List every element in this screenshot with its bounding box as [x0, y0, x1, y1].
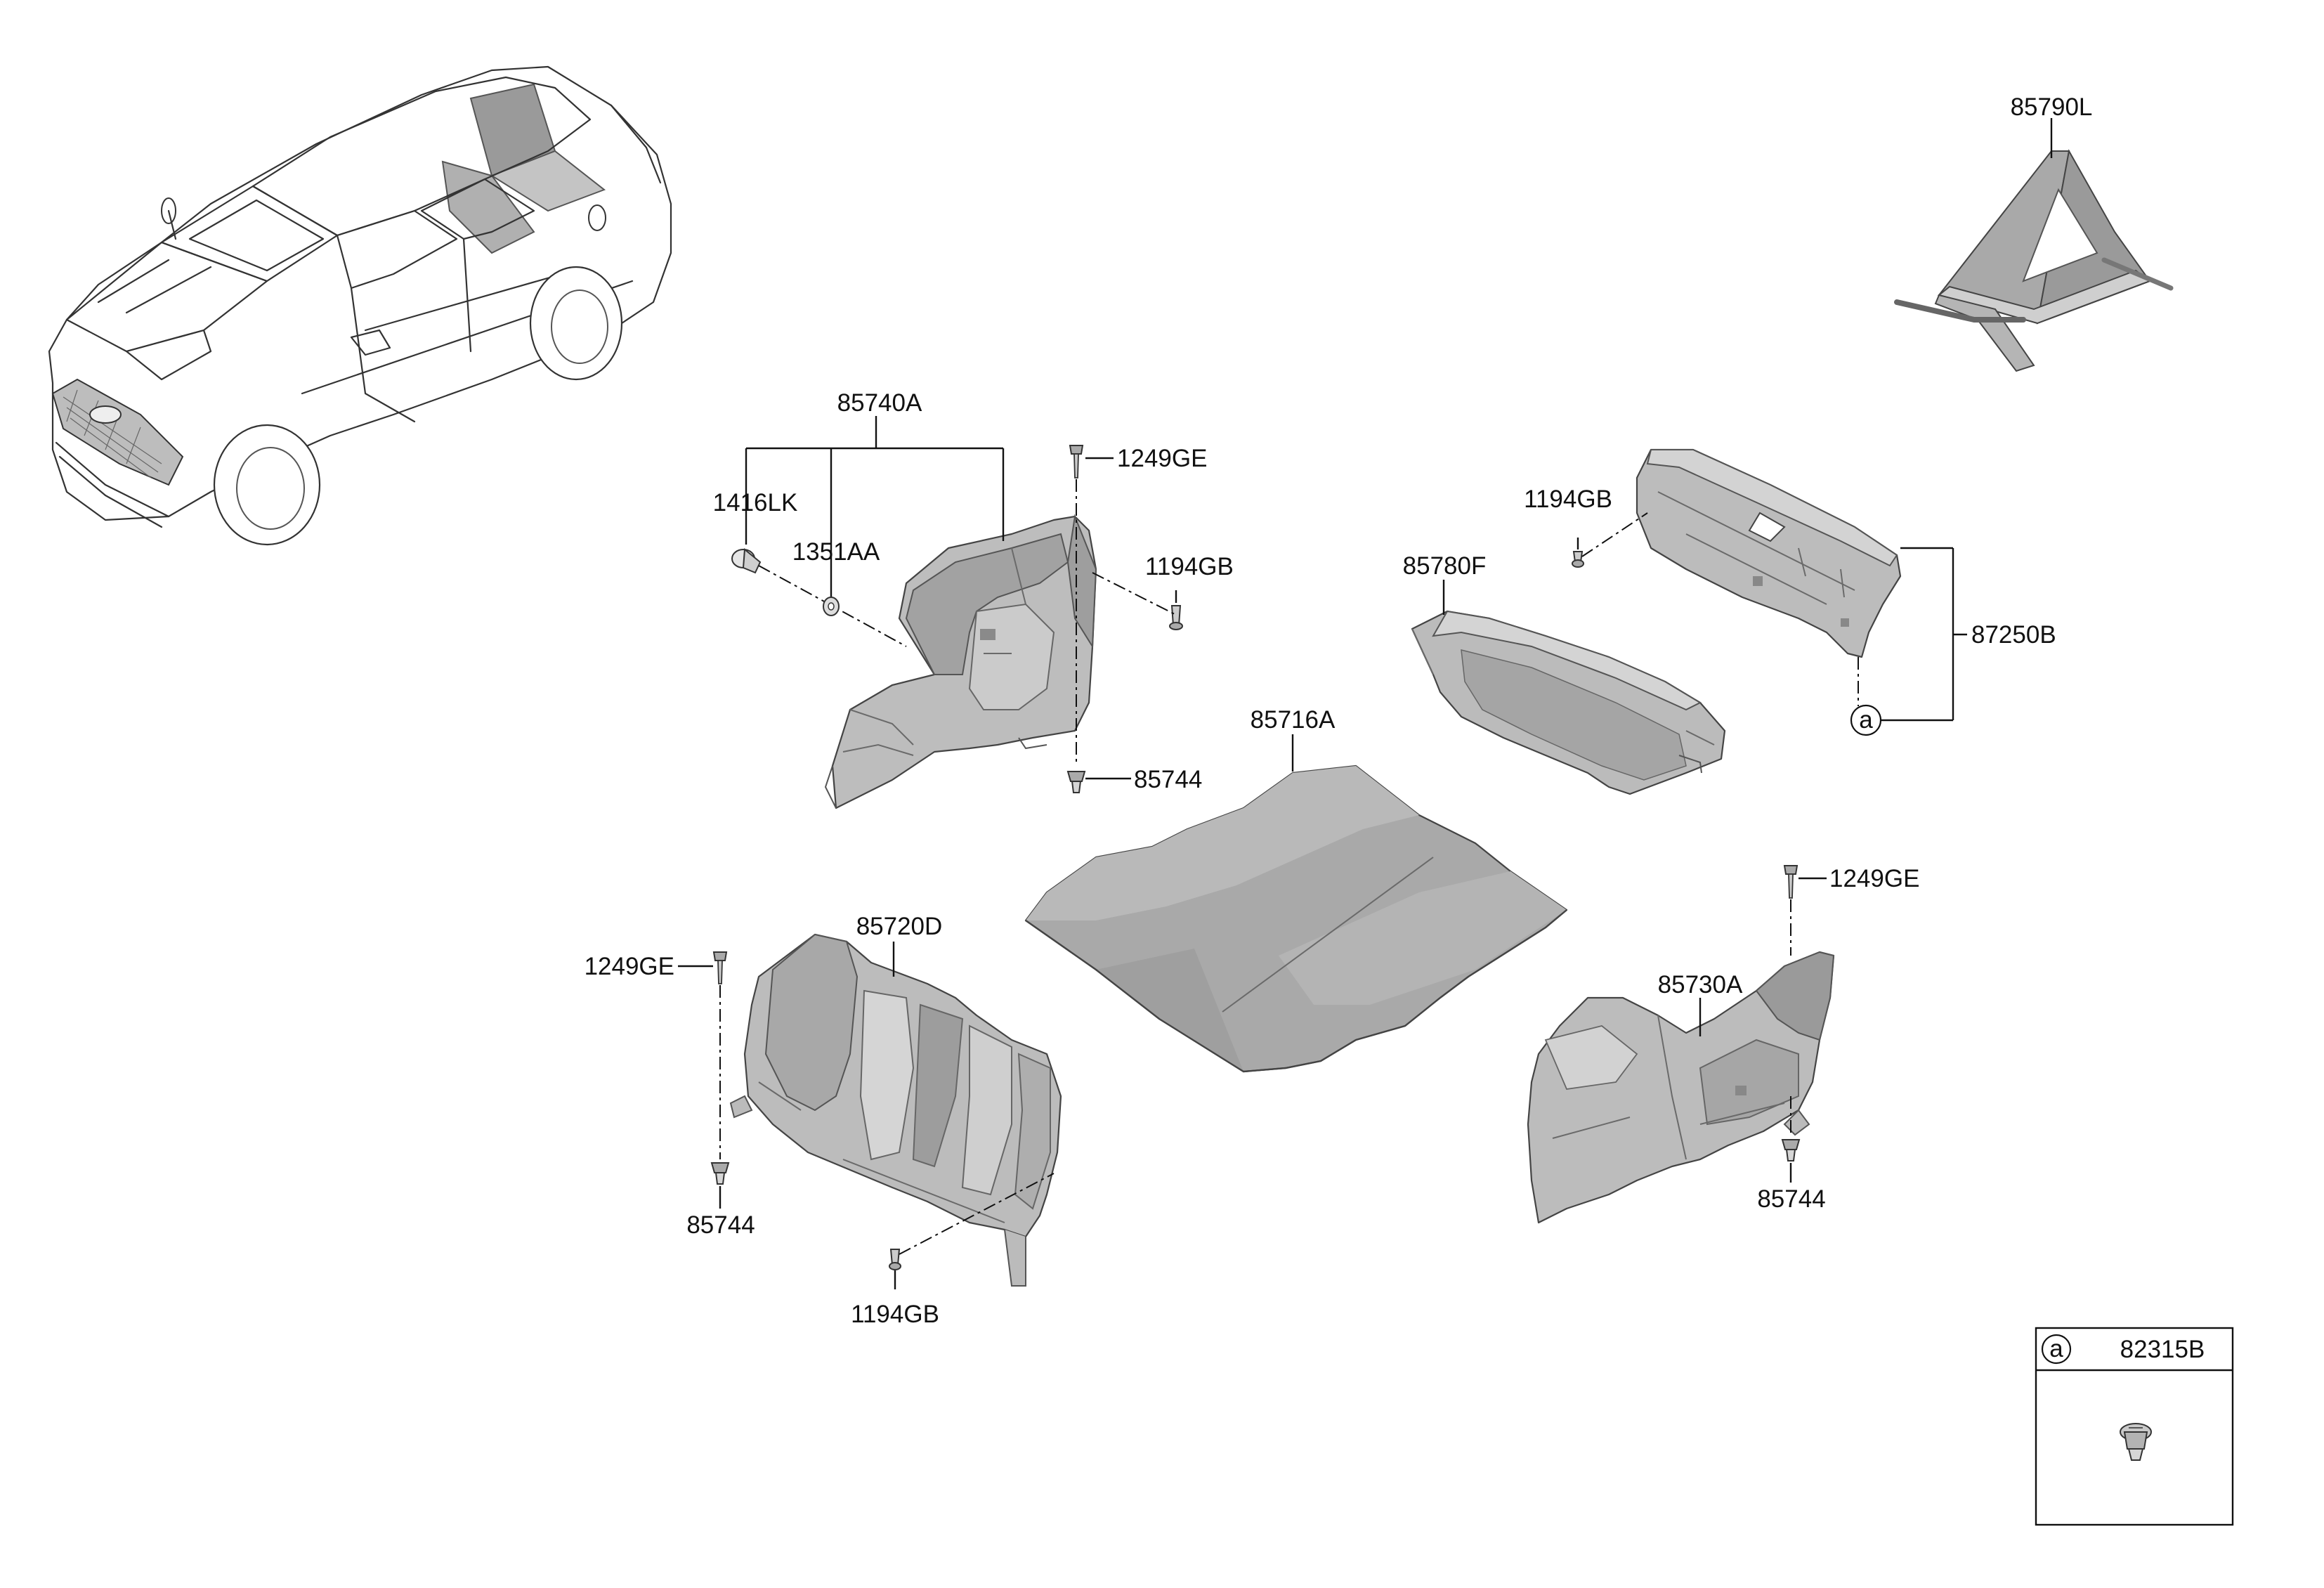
quarter-trim-right-part [1527, 951, 1835, 1224]
screw-1249GE-left [712, 951, 728, 984]
rear-trim-lower-part [729, 933, 1062, 1287]
label-1249GE-upper: 1249GE [1117, 445, 1207, 472]
fastener-82315B [2120, 1423, 2152, 1461]
screw-1249GE-upper [1069, 445, 1084, 479]
label-1416LK: 1416LK [713, 489, 798, 516]
label-87250B: 87250B [1971, 621, 2056, 649]
label-1194GB-upper: 1194GB [1145, 553, 1234, 580]
pin-1194GB-lower [889, 1249, 901, 1270]
legend-ref-circle [2041, 1334, 2072, 1365]
ref-a-circle [1850, 704, 1882, 736]
label-85720D: 85720D [856, 913, 943, 940]
vehicle-grille [51, 378, 184, 486]
transverse-trim-part [1636, 448, 1902, 658]
luggage-tray-part [1411, 610, 1726, 795]
label-1249GE-right: 1249GE [1829, 865, 1919, 892]
floor-mat-part [1024, 764, 1568, 1073]
clip-85744-right [1781, 1139, 1801, 1161]
label-1194GB-lower: 1194GB [851, 1301, 939, 1328]
clip-1416LK [731, 548, 762, 574]
vehicle-illustration [48, 65, 672, 546]
trunk-side-highlight [441, 160, 535, 254]
warning-triangle-part [1894, 149, 2174, 372]
label-85744-right: 85744 [1757, 1185, 1825, 1213]
legend-box: a 82315B [2035, 1327, 2234, 1526]
label-85740A: 85740A [837, 389, 922, 417]
quarter-trim-left-part [824, 514, 1097, 809]
pin-1194GB-right [1572, 551, 1584, 568]
vehicle-rear-wheel [529, 266, 623, 381]
label-1194GB-right: 1194GB [1524, 486, 1612, 513]
label-85730A: 85730A [1658, 971, 1743, 998]
screw-1249GE-right [1783, 865, 1799, 899]
washer-1351AA [823, 597, 840, 616]
label-85790L: 85790L [2011, 93, 2093, 121]
label-85716A: 85716A [1251, 706, 1336, 734]
trunk-floor-highlight [490, 150, 606, 212]
label-85744-upper: 85744 [1134, 766, 1202, 793]
label-1351AA: 1351AA [792, 538, 880, 566]
pin-1194GB-upper [1169, 605, 1183, 630]
clip-85744-left [710, 1162, 730, 1185]
label-85744-left: 85744 [686, 1211, 755, 1239]
ref-a-label: a [1859, 706, 1873, 734]
legend-part-number: 82315B [2120, 1336, 2205, 1363]
legend-ref-symbol: a [2049, 1335, 2063, 1362]
vehicle-front-wheel [213, 424, 321, 546]
label-85780F: 85780F [1403, 552, 1487, 580]
clip-85744-upper [1066, 771, 1086, 793]
label-1249GE-left: 1249GE [585, 953, 674, 980]
